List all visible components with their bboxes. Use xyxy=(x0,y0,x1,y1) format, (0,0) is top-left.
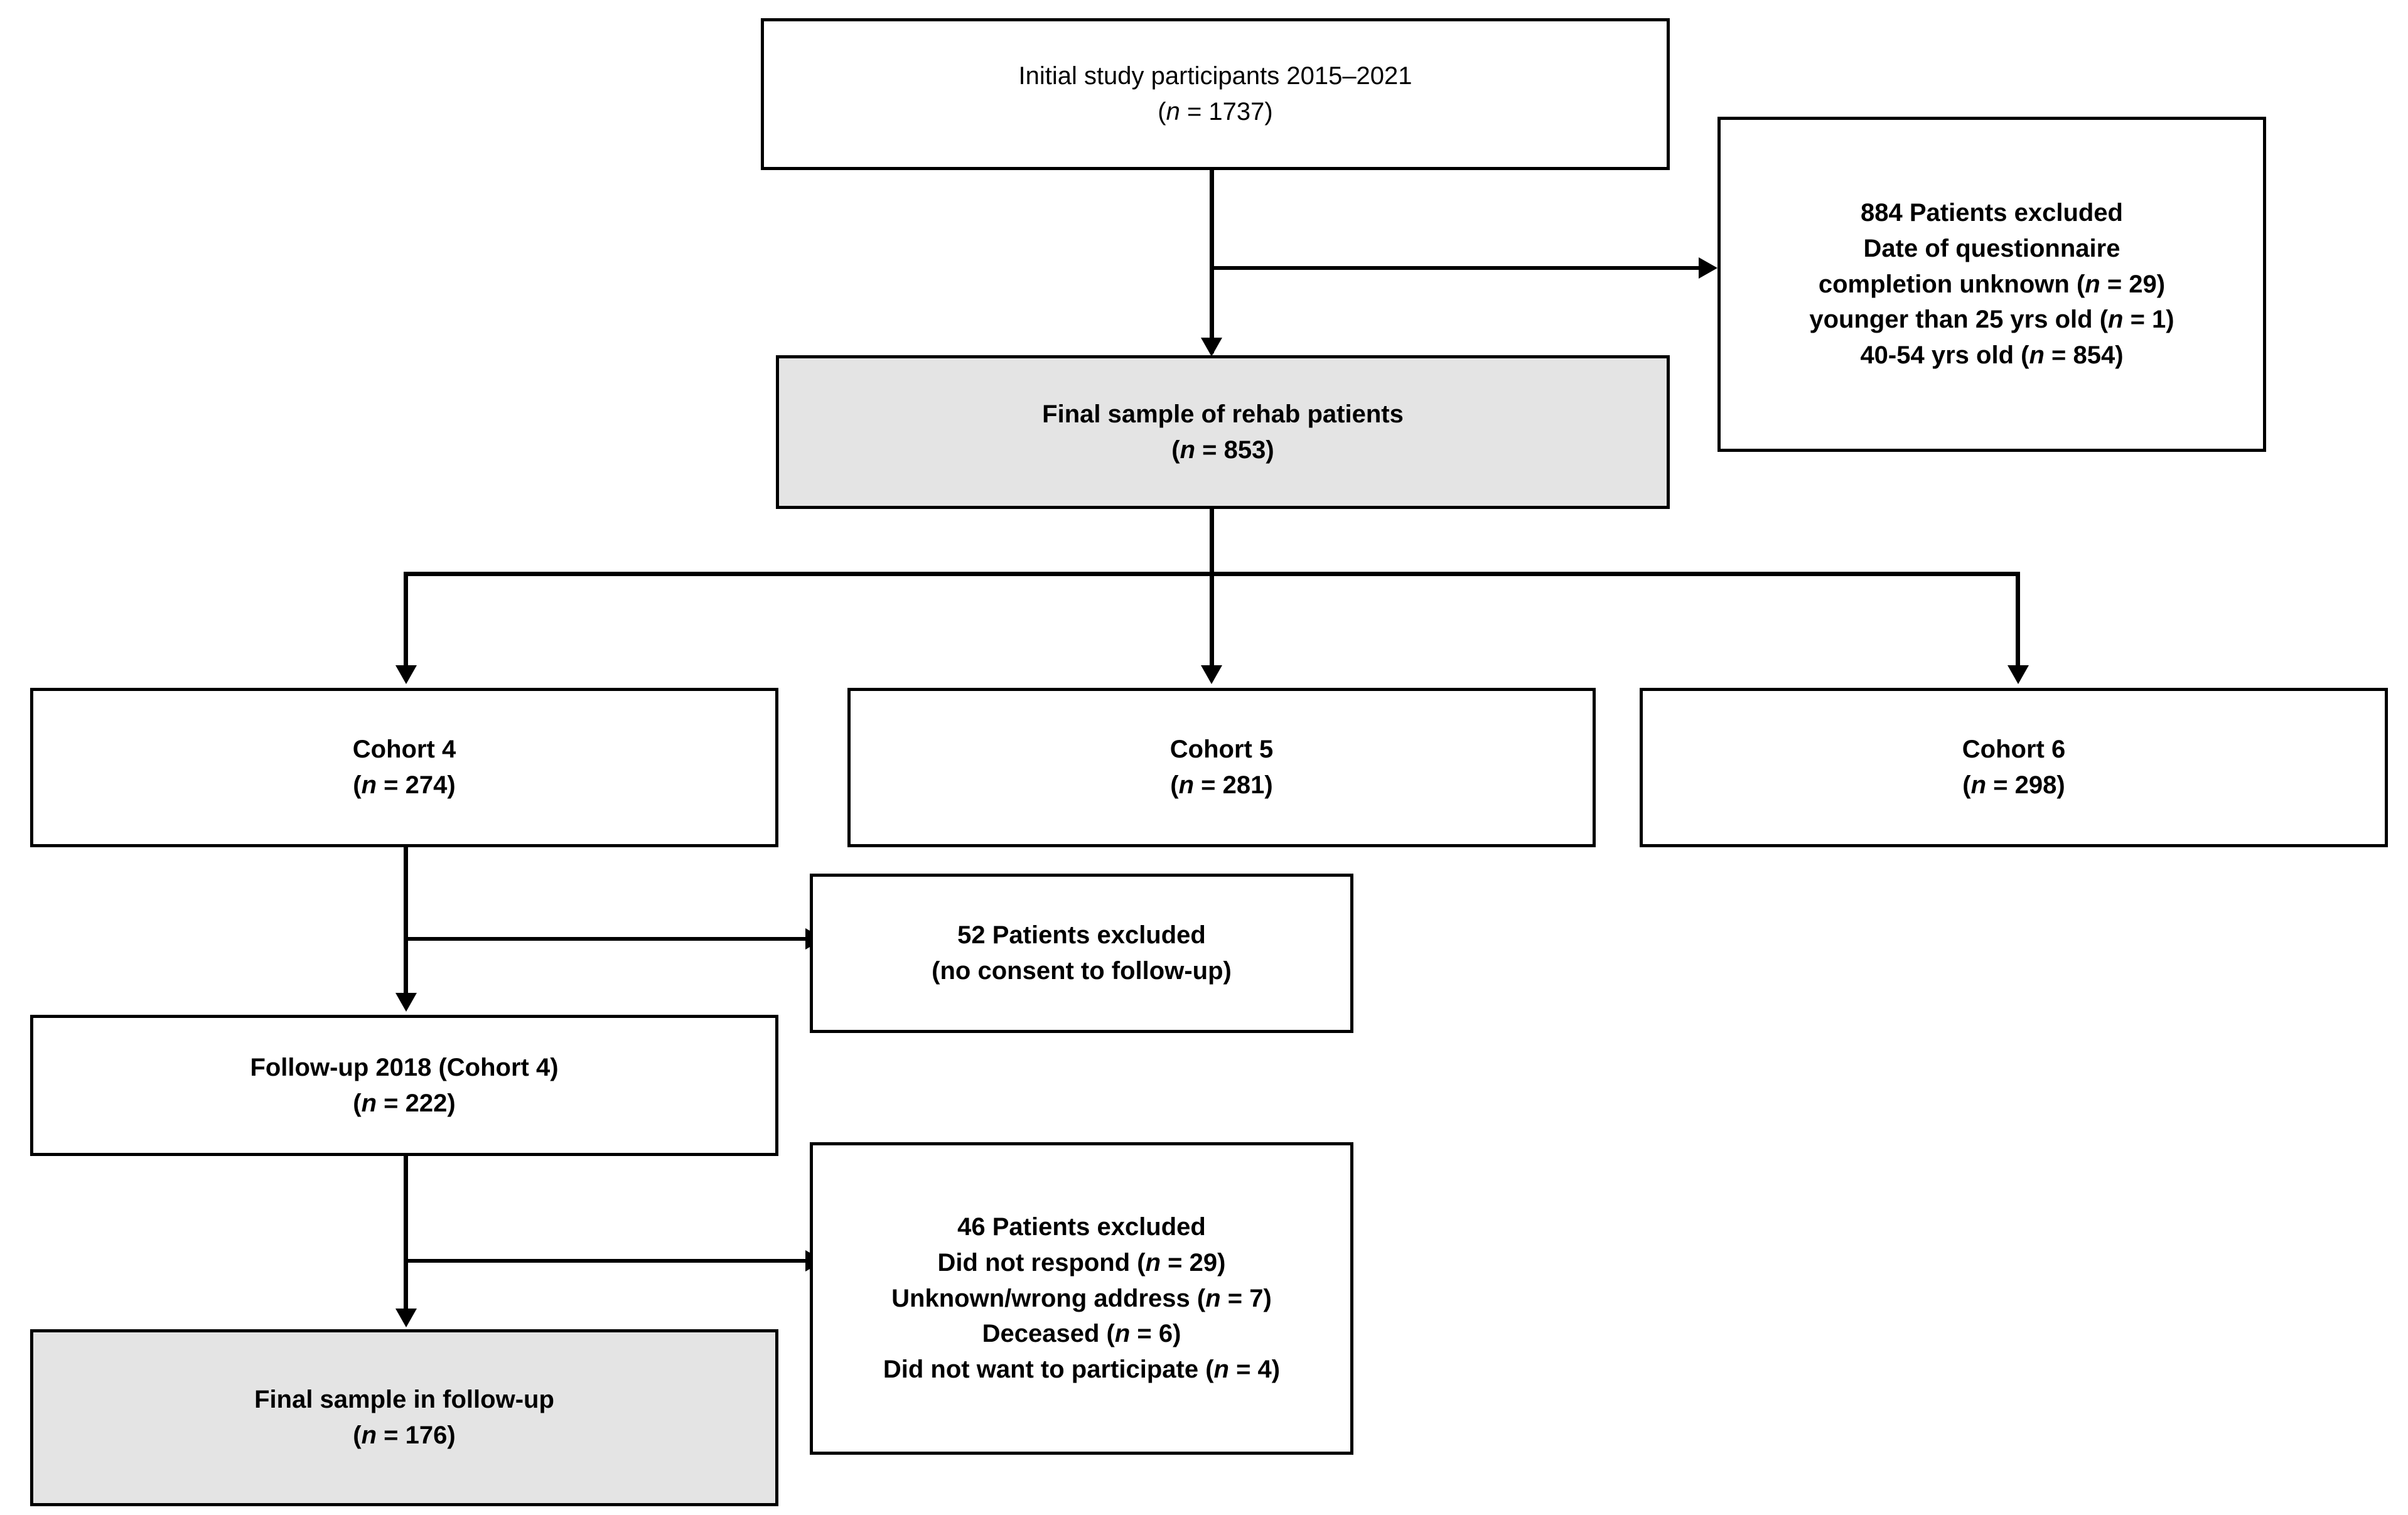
excluded-46-reason-1: Did not respond (n = 29) xyxy=(937,1248,1226,1277)
node-initial-participants: Initial study participants 2015–2021 (n … xyxy=(761,18,1670,170)
final-followup-count: (n = 176) xyxy=(353,1421,456,1449)
cohort-4-count: (n = 274) xyxy=(353,771,456,799)
excluded-884-reason-1: completion unknown (n = 29) xyxy=(1818,270,2166,298)
arrowhead-to-cohort-5 xyxy=(1201,665,1222,684)
arrowhead-to-cohort-6 xyxy=(2008,665,2029,684)
initial-title: Initial study participants 2015–2021 xyxy=(1018,62,1412,90)
node-cohort-6: Cohort 6 (n = 298) xyxy=(1640,688,2388,847)
node-cohort-4: Cohort 4 (n = 274) xyxy=(30,688,778,847)
node-follow-up-2018: Follow-up 2018 (Cohort 4) (n = 222) xyxy=(30,1015,778,1156)
follow-up-title: Follow-up 2018 (Cohort 4) xyxy=(250,1053,559,1081)
connector-to-cohort-4 xyxy=(404,572,408,667)
connector-followup-to-excluded-46 xyxy=(404,1259,810,1263)
excluded-884-heading: 884 Patients excluded xyxy=(1861,199,2123,227)
node-final-sample-rehab: Final sample of rehab patients (n = 853) xyxy=(776,355,1670,509)
arrowhead-to-cohort-4 xyxy=(395,665,417,684)
excluded-46-heading: 46 Patients excluded xyxy=(957,1213,1206,1241)
excluded-46-reason-3: Deceased (n = 6) xyxy=(982,1320,1181,1348)
excluded-52-reason: (no consent to follow-up) xyxy=(932,957,1232,985)
arrowhead-to-excluded-884 xyxy=(1699,257,1717,279)
node-final-sample-followup: Final sample in follow-up (n = 176) xyxy=(30,1329,778,1506)
follow-up-count: (n = 222) xyxy=(353,1089,456,1117)
cohort-5-count: (n = 281) xyxy=(1170,771,1273,799)
node-cohort-5: Cohort 5 (n = 281) xyxy=(847,688,1596,847)
final-rehab-count: (n = 853) xyxy=(1171,436,1274,464)
arrowhead-to-follow-up-2018 xyxy=(395,993,417,1012)
connector-to-cohort-5 xyxy=(1210,572,1214,667)
excluded-884-reason-3: 40-54 yrs old (n = 854) xyxy=(1860,341,2124,370)
arrowhead-to-final-rehab xyxy=(1201,338,1222,356)
cohort-5-title: Cohort 5 xyxy=(1169,736,1274,764)
excluded-52-heading: 52 Patients excluded xyxy=(957,921,1206,950)
connector-initial-trunk xyxy=(1210,170,1214,353)
node-excluded-52: 52 Patients excluded (no consent to foll… xyxy=(810,874,1353,1033)
excluded-884-reason-2: younger than 25 yrs old (n = 1) xyxy=(1809,306,2174,334)
connector-initial-to-excluded-884 xyxy=(1210,266,1702,270)
connector-cohort4-trunk xyxy=(404,847,408,995)
final-followup-title: Final sample in follow-up xyxy=(254,1386,554,1414)
excluded-46-reason-4: Did not want to participate (n = 4) xyxy=(883,1356,1281,1384)
cohort-6-title: Cohort 6 xyxy=(1962,736,2066,764)
arrowhead-to-final-sample-followup xyxy=(395,1309,417,1327)
cohort-4-title: Cohort 4 xyxy=(352,736,456,764)
connector-followup-trunk xyxy=(404,1155,408,1310)
connector-to-cohort-6 xyxy=(2016,572,2020,667)
initial-count: (n = 1737) xyxy=(1158,98,1273,126)
excluded-884-line2: Date of questionnaire xyxy=(1863,234,2120,262)
connector-final-rehab-stem xyxy=(1210,509,1214,575)
cohort-6-count: (n = 298) xyxy=(1962,771,2065,799)
node-excluded-46: 46 Patients excluded Did not respond (n … xyxy=(810,1142,1353,1455)
excluded-46-reason-2: Unknown/wrong address (n = 7) xyxy=(891,1284,1272,1312)
connector-cohort4-to-excluded-52 xyxy=(404,937,810,941)
node-excluded-884: 884 Patients excluded Date of questionna… xyxy=(1717,117,2266,452)
final-rehab-title: Final sample of rehab patients xyxy=(1042,400,1404,428)
